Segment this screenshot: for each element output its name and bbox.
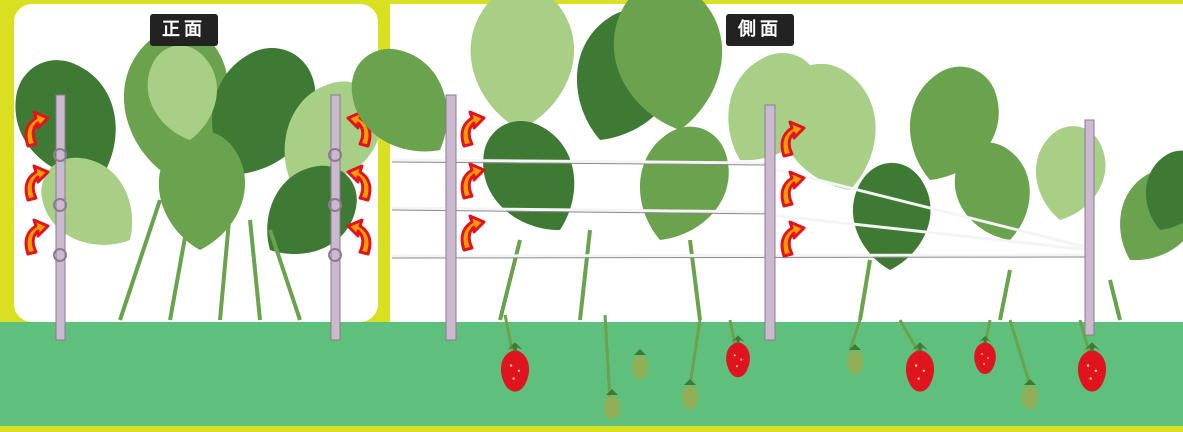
hanging-fruit [503,314,1092,401]
ground [0,322,1183,426]
side-post-3 [1084,119,1095,336]
front-view-label: 正面 [150,14,218,46]
side-plants [331,0,1183,321]
side-view-label: 側面 [726,14,794,46]
front-post-left [53,94,67,341]
side-post-1 [445,94,457,341]
front-post-right [328,94,342,341]
side-post-2 [764,104,776,341]
front-plant [0,20,402,321]
